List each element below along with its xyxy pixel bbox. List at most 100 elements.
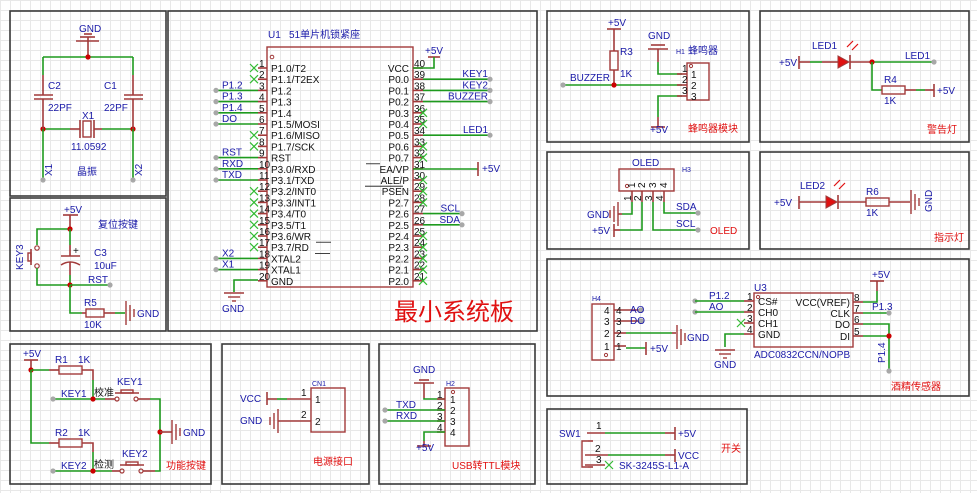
net-port-do[interactable]	[638, 318, 644, 324]
sensor-header-h4[interactable]	[591, 303, 640, 361]
u1-body[interactable]	[266, 46, 414, 288]
net-port-ao[interactable]	[638, 307, 644, 313]
net-port[interactable]	[213, 267, 219, 273]
resistor-r4[interactable]	[881, 85, 916, 95]
net-port-led1[interactable]	[931, 59, 937, 65]
u3-pin-6[interactable]: 6DO	[835, 315, 863, 331]
net-port-rst[interactable]	[107, 282, 113, 288]
resistor-r1[interactable]	[49, 365, 94, 380]
net-port[interactable]	[487, 87, 493, 93]
net-port[interactable]	[213, 87, 219, 93]
net-port-sda[interactable]	[695, 210, 701, 216]
cn1-body[interactable]	[310, 387, 346, 433]
oled-header-h3[interactable]	[618, 168, 675, 202]
net-port[interactable]	[213, 155, 219, 161]
net-port-txd[interactable]	[382, 407, 388, 413]
resistor-r5[interactable]	[82, 308, 115, 318]
switch-sw1[interactable]	[581, 432, 608, 468]
net-port-x1[interactable]	[40, 177, 46, 183]
button-key2[interactable]	[112, 461, 155, 474]
net-port-key1[interactable]	[50, 396, 56, 402]
led2-diode[interactable]	[825, 179, 846, 209]
u3-pin-5[interactable]: 5DI	[840, 327, 863, 343]
reset-button-key3[interactable]	[27, 245, 40, 269]
net-port[interactable]	[213, 177, 219, 183]
net-port-x2[interactable]	[130, 177, 136, 183]
led1-diode[interactable]	[837, 40, 859, 69]
net-port-key2[interactable]	[50, 468, 56, 474]
capacitor-c3[interactable]	[60, 229, 81, 285]
net-port-rxd[interactable]	[382, 418, 388, 424]
net-port[interactable]	[459, 211, 465, 217]
net-port[interactable]	[487, 132, 493, 138]
net-port[interactable]	[487, 99, 493, 105]
capacitor-c1[interactable]	[124, 75, 143, 119]
resistor-r3[interactable]	[609, 50, 619, 84]
net-port[interactable]	[213, 110, 219, 116]
net-port[interactable]	[487, 76, 493, 82]
capacitor-c2[interactable]	[34, 75, 53, 119]
net-port-p14[interactable]	[886, 368, 892, 374]
net-port-scl[interactable]	[695, 227, 701, 233]
net-port-p13[interactable]	[886, 310, 892, 316]
h2-body[interactable]	[444, 387, 470, 447]
buzzer-header-h1[interactable]	[677, 62, 710, 101]
net-port[interactable]	[459, 222, 465, 228]
net-port-buzzer[interactable]	[560, 82, 566, 88]
u3-body[interactable]	[753, 292, 854, 348]
resistor-r6[interactable]	[865, 197, 910, 207]
resistor-r2[interactable]	[49, 438, 94, 452]
net-port[interactable]	[213, 166, 219, 172]
net-port[interactable]	[213, 99, 219, 105]
net-port[interactable]	[213, 255, 219, 261]
net-port[interactable]	[213, 121, 219, 127]
button-key1[interactable]	[105, 389, 150, 402]
crystal-x1[interactable]	[70, 120, 102, 138]
